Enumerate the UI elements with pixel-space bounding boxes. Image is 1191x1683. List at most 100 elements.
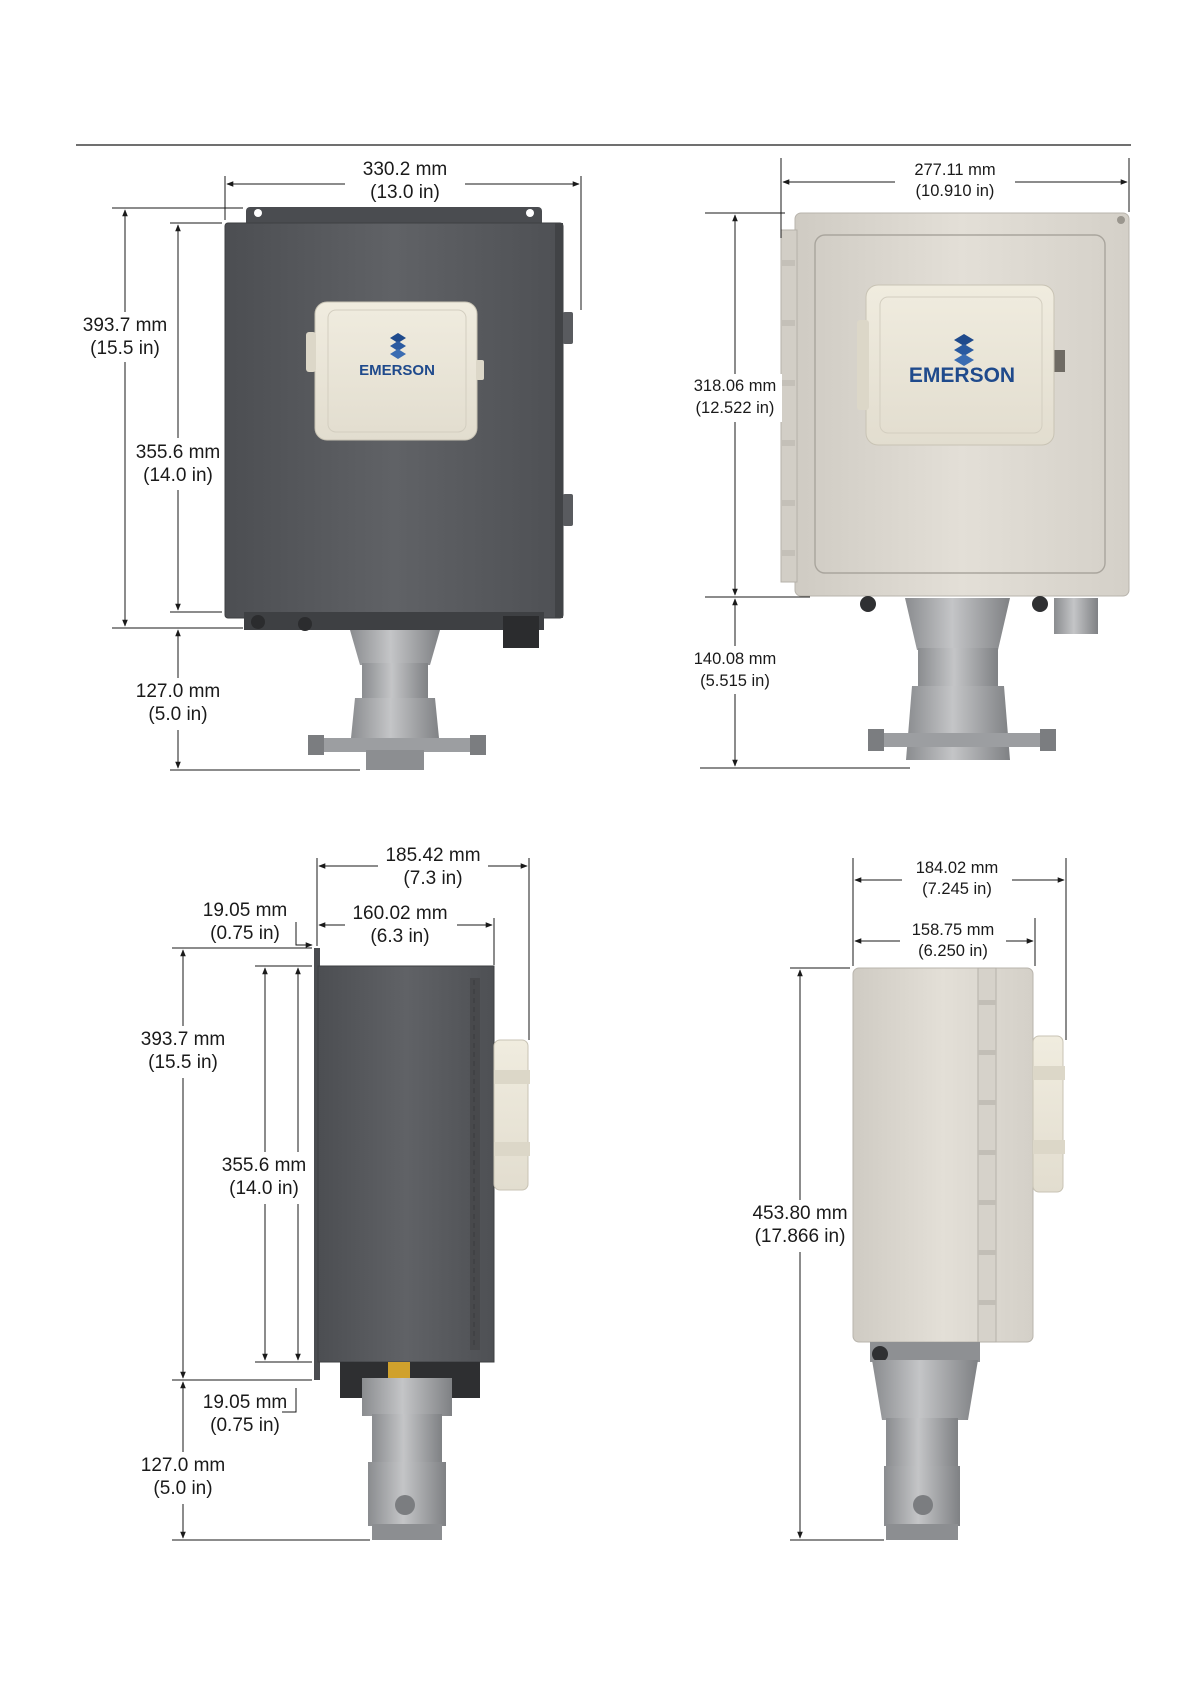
module-hinge	[306, 332, 316, 372]
label-bg	[378, 842, 488, 890]
dim-label: (7.3 in)	[403, 868, 462, 889]
module-face	[327, 309, 467, 433]
mounting-hole	[254, 209, 262, 217]
light-front-view: EMERSON 277.11 mm (10.910 in) 318.06 mm …	[688, 158, 1130, 769]
manifold	[368, 1462, 446, 1526]
dark-side-view: 185.42 mm (7.3 in) 160.02 mm (6.3 in) 19…	[138, 842, 530, 1541]
adapter-neck	[362, 1378, 452, 1416]
dim-label: 318.06 mm	[694, 377, 777, 395]
dim-label: 127.0 mm	[136, 681, 220, 702]
dim-label: 160.02 mm	[352, 903, 447, 924]
manifold	[350, 698, 440, 748]
cable-gland	[251, 615, 265, 629]
bottom-strip	[244, 612, 544, 630]
dim-label: (0.75 in)	[210, 923, 280, 944]
dim-label: (10.910 in)	[916, 182, 995, 200]
label-bg	[748, 1200, 852, 1252]
adapter-neck	[872, 1360, 978, 1420]
conduit	[1054, 598, 1098, 634]
fitting-nut	[395, 1495, 415, 1515]
dim-label: 127.0 mm	[141, 1455, 225, 1476]
cable-gland	[298, 617, 312, 631]
dim-label: (7.245 in)	[922, 880, 992, 898]
latch	[563, 312, 573, 344]
fitting-nut	[913, 1495, 933, 1515]
fitting-nut	[868, 729, 884, 751]
label-bg	[688, 374, 782, 422]
label-bg	[138, 1026, 230, 1078]
adapter-cylinder	[886, 1418, 958, 1468]
process-fitting	[873, 733, 1051, 747]
emerson-logo-icon	[390, 333, 406, 359]
dim-label: 453.80 mm	[752, 1203, 847, 1224]
adapter-cylinder	[918, 648, 998, 688]
conduit-fitting	[388, 1362, 410, 1380]
module-hinge	[1033, 1066, 1065, 1080]
label-bg	[902, 856, 1012, 900]
dim-label: 355.6 mm	[222, 1155, 306, 1176]
label-bg	[895, 158, 1015, 202]
dim-label: (13.0 in)	[370, 182, 440, 203]
dark-front-view: EMERSON 330.2 mm (13.0 in) 393.7 mm (15.…	[78, 156, 582, 771]
dim-label: 277.11 mm	[914, 161, 995, 179]
dim-label: 393.7 mm	[141, 1029, 225, 1050]
module-face	[879, 296, 1043, 434]
adapter-cylinder	[362, 663, 428, 699]
leader-line	[282, 1388, 297, 1413]
label-bg	[132, 438, 224, 490]
dim-label: (15.5 in)	[148, 1052, 218, 1073]
dim-label: 185.42 mm	[385, 845, 480, 866]
adapter-neck	[905, 598, 1010, 650]
brand-name: EMERSON	[359, 362, 435, 379]
dim-label: 19.05 mm	[203, 900, 287, 921]
module-hinge	[1033, 1140, 1065, 1154]
dim-label: (5.515 in)	[700, 672, 770, 690]
transmitter-module	[1032, 1035, 1064, 1193]
latch	[1053, 350, 1065, 372]
adapter-neck	[350, 630, 440, 665]
mounting-flange	[314, 948, 320, 1380]
hinge-knuckles	[978, 1000, 996, 1305]
label-bg	[688, 646, 782, 694]
enclosure-edge	[555, 223, 563, 618]
cable-gland	[860, 596, 876, 612]
dim-label: (6.250 in)	[918, 942, 988, 960]
dim-label: 19.05 mm	[203, 1392, 287, 1413]
dim-label: (15.5 in)	[90, 338, 160, 359]
leader-line	[295, 922, 313, 948]
dim-label: 330.2 mm	[363, 159, 447, 180]
enclosure-body	[317, 965, 495, 1363]
light-side-view: 184.02 mm (7.245 in) 158.75 mm (6.250 in…	[748, 856, 1067, 1541]
module-hinge	[857, 320, 869, 410]
manifold	[906, 686, 1010, 760]
mounting-flange	[246, 207, 542, 227]
emerson-logo-icon	[954, 334, 974, 366]
fitting-nut	[1040, 729, 1056, 751]
module-latch	[476, 360, 484, 380]
dim-label: 393.7 mm	[83, 315, 167, 336]
module-hinge	[494, 1142, 530, 1156]
label-bg	[345, 900, 457, 948]
dim-label: (0.75 in)	[210, 1415, 280, 1436]
label-bg	[132, 678, 224, 730]
hinge-knuckles	[781, 260, 795, 556]
door-edge	[470, 978, 480, 1350]
cable-gland	[503, 616, 539, 648]
dim-label: (6.3 in)	[370, 926, 429, 947]
dim-label: (17.866 in)	[755, 1226, 846, 1247]
latch	[563, 494, 573, 526]
label-bg	[78, 312, 174, 362]
screw	[1117, 216, 1125, 224]
fitting-nut	[308, 735, 324, 755]
brand-name: EMERSON	[909, 364, 1015, 387]
dim-label: (14.0 in)	[143, 465, 213, 486]
dim-label: 184.02 mm	[916, 859, 999, 877]
label-bg	[900, 918, 1006, 962]
dim-label: 355.6 mm	[136, 442, 220, 463]
hinge-strip	[780, 229, 798, 583]
dim-label: (12.522 in)	[696, 399, 775, 417]
adapter-cylinder	[372, 1414, 442, 1464]
manifold-base	[372, 1524, 442, 1540]
dim-label: 158.75 mm	[912, 921, 995, 939]
